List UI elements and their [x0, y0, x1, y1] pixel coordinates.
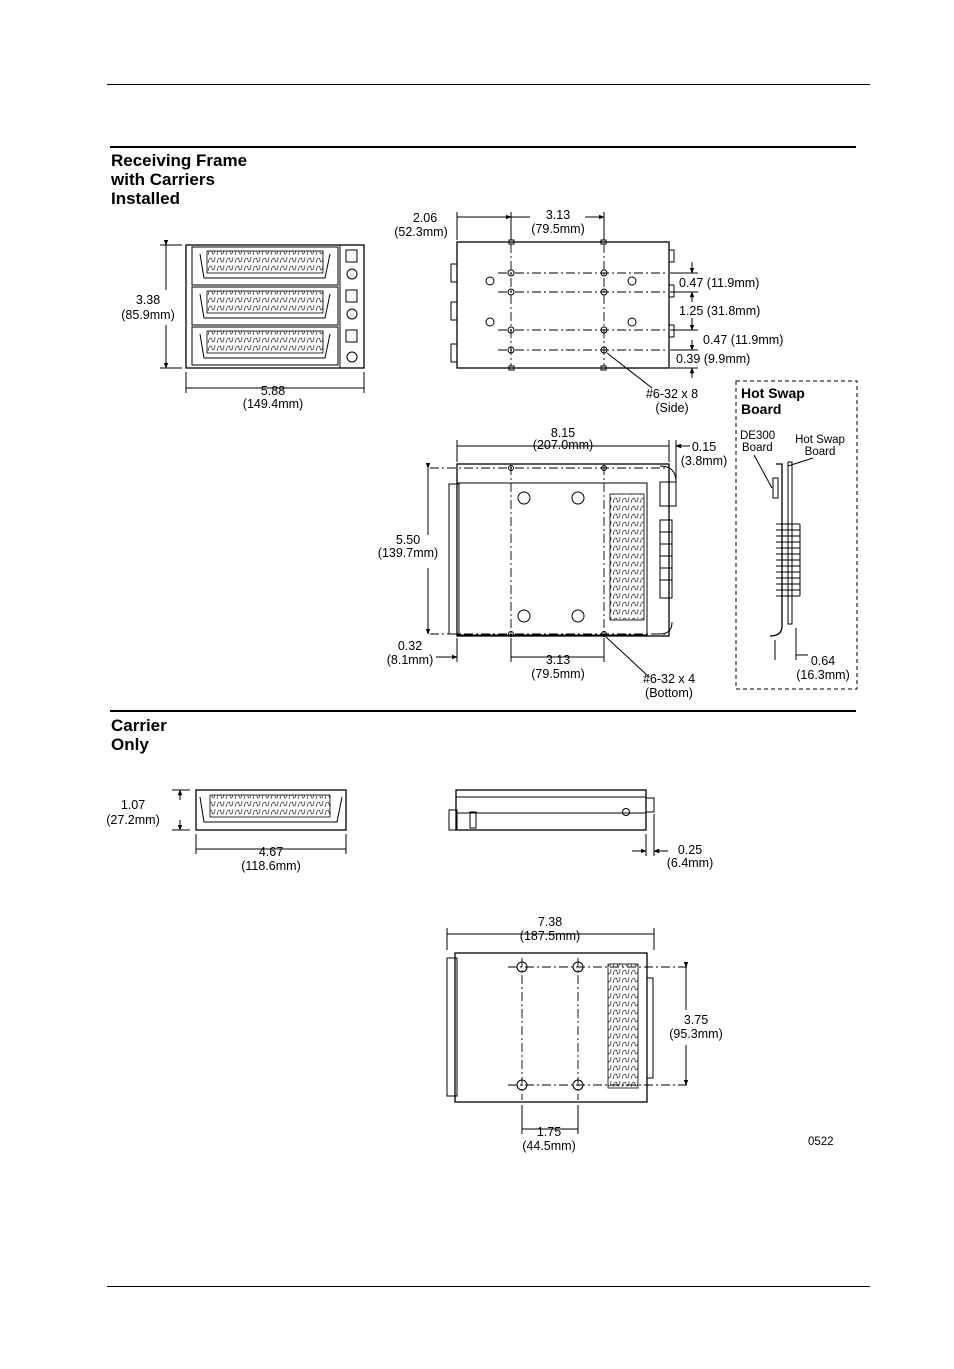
frame-side-screw-b: (Side): [655, 401, 688, 415]
carrier-bottom-length-in: 7.38: [538, 915, 562, 929]
frame-side-screw-a: #6-32 x 8: [646, 387, 698, 401]
carrier-front-height-mm: (27.2mm): [106, 813, 159, 827]
hot-swap-label-b: Board: [805, 446, 836, 458]
frame-side-d1: 0.47 (11.9mm): [679, 276, 759, 290]
frame-front-width-mm: (149.4mm): [243, 397, 303, 411]
footer-rule: [107, 1286, 870, 1287]
frame-side-left-in: 2.06: [413, 211, 437, 225]
frame-side-d3: 0.47 (11.9mm): [703, 333, 783, 347]
figure-id: 0522: [808, 1136, 834, 1148]
frame-bottom-view: 8.15 (207.0mm) 0.15 (3.8mm) 5.50 (139.7m…: [378, 426, 727, 700]
frame-bottom-offset-in: 0.32: [398, 639, 422, 653]
frame-bottom-lip-in: 0.15: [692, 440, 716, 454]
frame-bottom-span-mm: (79.5mm): [531, 667, 584, 681]
frame-bottom-screw-a: #6-32 x 4: [643, 672, 695, 686]
header-rule: [107, 84, 870, 85]
frame-bottom-height-mm: (139.7mm): [378, 546, 438, 560]
carrier-front-height-in: 1.07: [121, 798, 145, 812]
hot-swap-board-view: Hot Swap Board DE300 Board Hot Swap Boar…: [735, 380, 858, 690]
frame-bottom-screw-b: (Bottom): [645, 686, 693, 700]
frame-section-title: Receiving Frame with Carriers Installed: [111, 151, 248, 208]
frame-side-left-mm: (52.3mm): [394, 225, 447, 239]
frame-front-view: 3.38 (85.9mm) 5.88 (149.4mm): [121, 239, 365, 411]
frame-side-span-in: 3.13: [546, 208, 570, 222]
carrier-section-title: Carrier Only: [111, 716, 167, 754]
hot-swap-dim-mm: (16.3mm): [796, 668, 849, 682]
frame-front-height-mm: (85.9mm): [121, 308, 174, 322]
hot-swap-dim-in: 0.64: [811, 654, 835, 668]
carrier-bottom-height-in: 3.75: [684, 1013, 708, 1027]
frame-front-height-in: 3.38: [136, 293, 160, 307]
de300-label-b: Board: [742, 442, 773, 454]
section-rule-carrier: [110, 710, 856, 712]
hot-swap-label-a: Hot Swap: [795, 434, 845, 446]
carrier-front-view: 1.07 (27.2mm) 4.67 (118.6mm): [106, 789, 347, 873]
frame-bottom-span-in: 3.13: [546, 653, 570, 667]
de300-label-a: DE300: [740, 430, 775, 442]
carrier-bottom-length-mm: (187.5mm): [520, 929, 580, 943]
carrier-bottom-view: 7.38 (187.5mm) 3.75 (95.3mm) 1.75 (44.5m…: [446, 915, 723, 1153]
carrier-bottom-span-in: 1.75: [537, 1125, 561, 1139]
frame-bottom-length-mm: (207.0mm): [533, 438, 593, 452]
frame-side-d4: 0.39 (9.9mm): [676, 352, 750, 366]
frame-side-span-mm: (79.5mm): [531, 222, 584, 236]
frame-bottom-offset-mm: (8.1mm): [387, 653, 434, 667]
hot-swap-title-a: Hot Swap: [741, 385, 805, 401]
frame-bottom-height-in: 5.50: [396, 533, 420, 547]
carrier-side-dim-mm: (6.4mm): [667, 856, 714, 870]
carrier-side-view: 0.25 (6.4mm): [448, 789, 714, 870]
frame-bottom-length-in: 8.15: [551, 426, 575, 440]
carrier-front-width-mm: (118.6mm): [241, 859, 301, 873]
carrier-bottom-height-mm: (95.3mm): [669, 1027, 722, 1041]
carrier-front-width-in: 4.67: [259, 845, 283, 859]
frame-side-d2: 1.25 (31.8mm): [679, 304, 760, 318]
frame-side-view: 2.06 (52.3mm) 3.13 (79.5mm) 0.47 (11.9mm…: [394, 208, 783, 415]
carrier-bottom-span-mm: (44.5mm): [522, 1139, 575, 1153]
frame-front-width-in: 5.88: [261, 384, 285, 398]
section-rule-frame: [110, 146, 856, 148]
hot-swap-title-b: Board: [741, 401, 781, 417]
frame-bottom-lip-mm: (3.8mm): [681, 454, 728, 468]
carrier-side-dim-in: 0.25: [678, 843, 702, 857]
